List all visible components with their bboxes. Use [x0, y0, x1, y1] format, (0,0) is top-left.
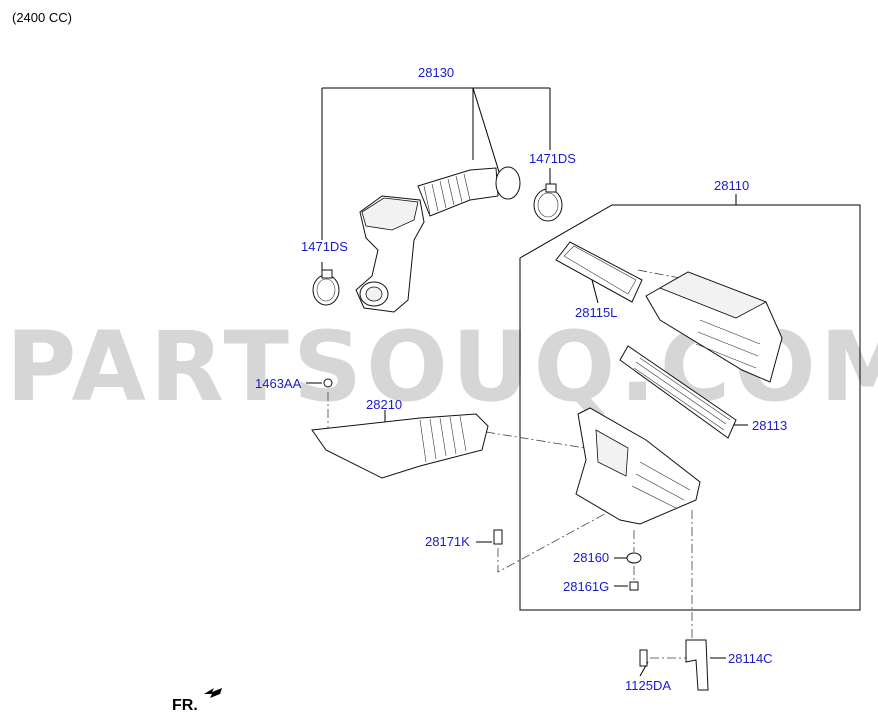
- part-label-28130[interactable]: 28130: [418, 65, 454, 80]
- part-label-1463aa[interactable]: 1463AA: [255, 376, 302, 391]
- leader-lines: [306, 87, 861, 677]
- fastener-drawings: [323, 378, 709, 691]
- front-direction-label: FR.: [172, 697, 198, 714]
- engine-variant-label: (2400 CC): [12, 10, 72, 25]
- part-label-1471ds-lower[interactable]: 1471DS: [301, 239, 348, 254]
- assembly-dash-lines: [327, 269, 693, 659]
- part-label-28110[interactable]: 28110: [714, 178, 749, 193]
- filter-element-drawing: [619, 345, 737, 439]
- part-label-28115l[interactable]: 28115L: [575, 305, 617, 320]
- part-label-28161g[interactable]: 28161G: [563, 579, 609, 594]
- part-label-1471ds-upper[interactable]: 1471DS: [529, 151, 576, 166]
- front-arrow-icon: [204, 688, 222, 698]
- lower-case-drawing: [575, 407, 701, 525]
- air-duct-drawing: [311, 413, 489, 479]
- element-cover-drawing: [555, 241, 643, 303]
- hose-clamp-drawings: [312, 183, 563, 306]
- part-label-28171k[interactable]: 28171K: [425, 534, 470, 549]
- part-label-28113[interactable]: 28113: [752, 418, 787, 433]
- intake-hose-drawing: [355, 166, 521, 313]
- part-label-28114c[interactable]: 28114C: [728, 651, 773, 666]
- cleaner-cover-drawing: [645, 271, 783, 383]
- part-labels: 28130 1471DS 1471DS 28110 28115L 28113 1…: [255, 65, 787, 693]
- part-label-1125da[interactable]: 1125DA: [625, 678, 671, 693]
- part-label-28160[interactable]: 28160: [573, 550, 609, 565]
- part-label-28210[interactable]: 28210: [366, 397, 402, 412]
